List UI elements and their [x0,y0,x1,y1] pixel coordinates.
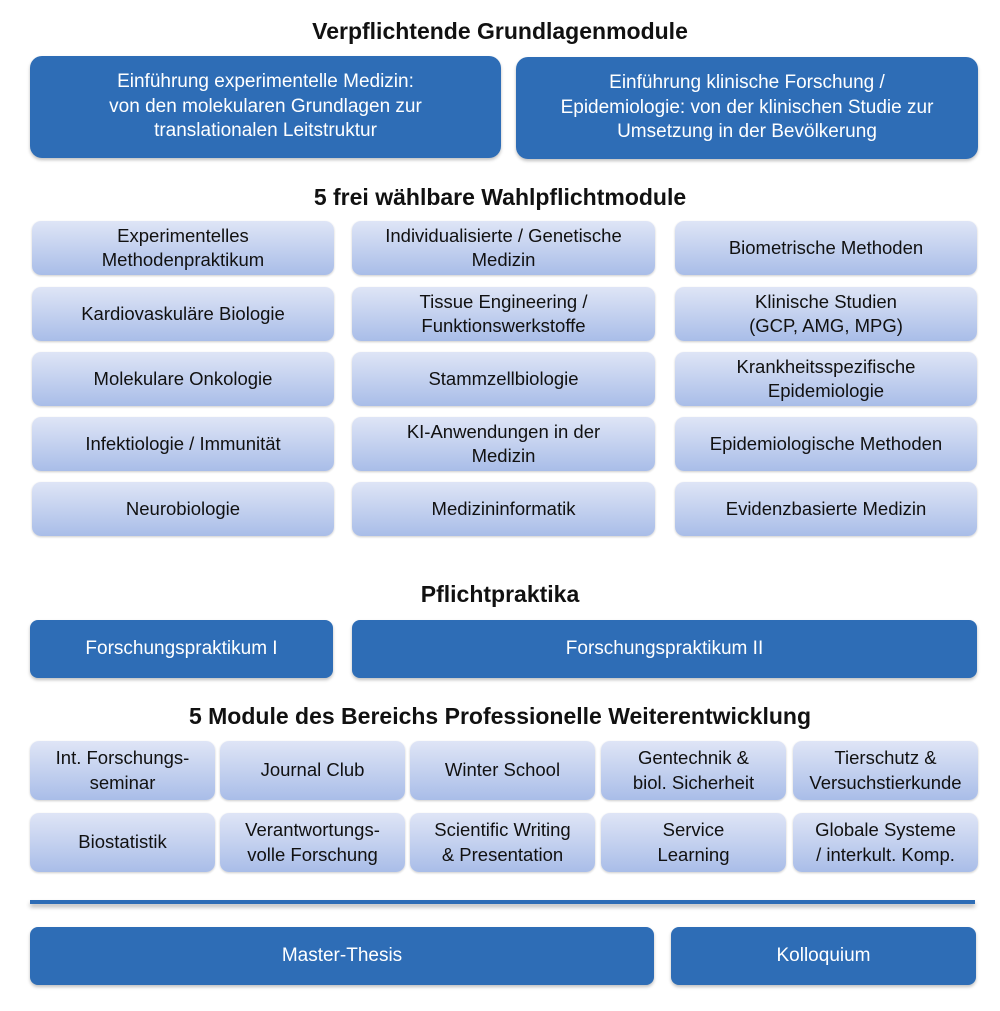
professionell-module: Biostatistik [30,813,215,872]
wahlpflicht-module: Biometrische Methoden [675,221,977,275]
professionell-module: Journal Club [220,741,405,800]
wahlpflicht-module: Experimentelles Methodenpraktikum [32,221,334,275]
wahlpflicht-module: Neurobiologie [32,482,334,536]
professionell-module: Int. Forschungs- seminar [30,741,215,800]
wahlpflicht-module: Epidemiologische Methoden [675,417,977,471]
wahlpflicht-module: Krankheitsspezifische Epidemiologie [675,352,977,406]
forschungspraktikum-1: Forschungspraktikum I [30,620,333,678]
professionell-module: Scientific Writing & Presentation [410,813,595,872]
professionell-module: Winter School [410,741,595,800]
divider-line [30,900,975,904]
wahlpflicht-module: Kardiovaskuläre Biologie [32,287,334,341]
kolloquium: Kolloquium [671,927,976,985]
professionell-module: Globale Systeme / interkult. Komp. [793,813,978,872]
module-experimentelle-medizin: Einführung experimentelle Medizin: von d… [30,56,501,158]
professionell-module: Gentechnik & biol. Sicherheit [601,741,786,800]
professionell-module: Tierschutz & Versuchstierkunde [793,741,978,800]
wahlpflicht-module: Evidenzbasierte Medizin [675,482,977,536]
professionell-module: Verantwortungs- volle Forschung [220,813,405,872]
wahlpflicht-module: Stammzellbiologie [352,352,655,406]
section-title-grundlagen: Verpflichtende Grundlagenmodule [312,18,688,44]
wahlpflicht-module: Molekulare Onkologie [32,352,334,406]
section-title-wahlpflicht: 5 frei wählbare Wahlpflichtmodule [313,184,687,210]
wahlpflicht-module: Klinische Studien (GCP, AMG, MPG) [675,287,977,341]
professionell-module: Service Learning [601,813,786,872]
wahlpflicht-module: Infektiologie / Immunität [32,417,334,471]
section-title-professionell: 5 Module des Bereichs Professionelle Wei… [188,703,812,729]
wahlpflicht-module: Individualisierte / Genetische Medizin [352,221,655,275]
wahlpflicht-module: Tissue Engineering / Funktionswerkstoffe [352,287,655,341]
section-title-praktika: Pflichtpraktika [420,581,580,607]
forschungspraktikum-2: Forschungspraktikum II [352,620,977,678]
module-klinische-forschung: Einführung klinische Forschung / Epidemi… [516,57,978,159]
wahlpflicht-module: Medizininformatik [352,482,655,536]
master-thesis: Master-Thesis [30,927,654,985]
wahlpflicht-module: KI-Anwendungen in der Medizin [352,417,655,471]
